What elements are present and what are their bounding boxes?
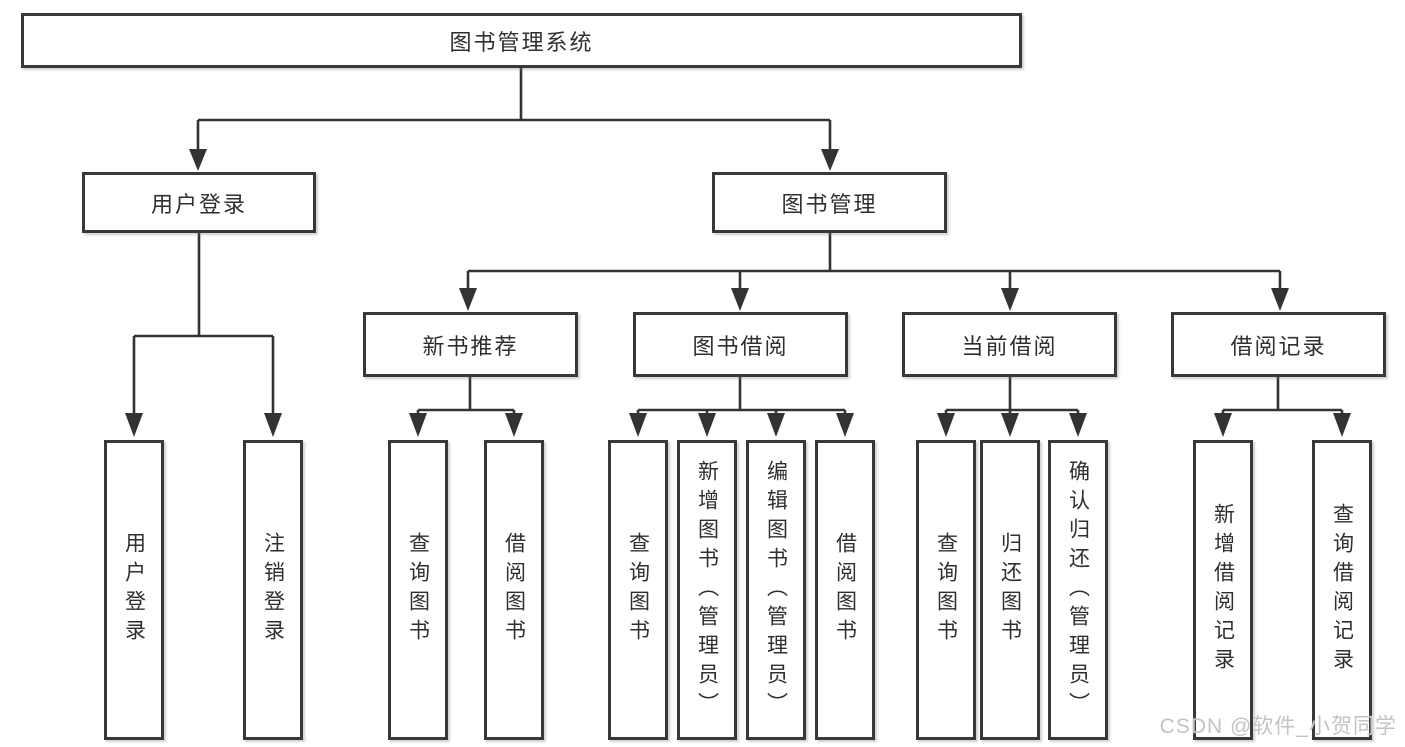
root-node-library-system: 图书管理系统 [21, 13, 1022, 68]
leaf-query-books-borrow: 查询图书 [608, 440, 668, 740]
connector-root-to-branches [189, 68, 839, 171]
leaf-logout-label: 注销登录 [261, 532, 285, 648]
leaf-borrow-books-recommend: 借阅图书 [484, 440, 544, 740]
leaf-add-borrow-record: 新增借阅记录 [1193, 440, 1253, 740]
leaf-query-books-current-label: 查询图书 [934, 532, 958, 648]
connector-new-book-split [409, 377, 523, 437]
branch-user-login: 用户登录 [82, 172, 316, 233]
leaf-borrow-books-label: 借阅图书 [833, 532, 857, 648]
leaf-borrow-books: 借阅图书 [815, 440, 875, 740]
group-book-borrow: 图书借阅 [633, 312, 848, 377]
connector-user-login-split [125, 233, 282, 437]
connector-book-management-split [459, 233, 1289, 311]
leaf-confirm-return-admin: 确认归还（管理员） [1048, 440, 1108, 740]
group-current-borrow: 当前借阅 [902, 312, 1117, 377]
leaf-user-login: 用户登录 [104, 440, 164, 740]
group-current-borrow-label: 当前借阅 [961, 333, 1058, 359]
branch-book-management-label: 图书管理 [781, 191, 878, 217]
root-node-label: 图书管理系统 [449, 29, 594, 55]
leaf-return-book: 归还图书 [980, 440, 1040, 740]
group-new-book-recommend-label: 新书推荐 [422, 333, 519, 359]
csdn-watermark: CSDN @软件_小贺同学 [1159, 715, 1397, 738]
leaf-query-books-recommend: 查询图书 [388, 440, 448, 740]
leaf-add-book-admin: 新增图书（管理员） [677, 440, 737, 740]
leaf-query-borrow-record-label: 查询借阅记录 [1330, 503, 1354, 677]
leaf-borrow-books-recommend-label: 借阅图书 [502, 532, 526, 648]
branch-book-management: 图书管理 [712, 172, 947, 233]
leaf-query-borrow-record: 查询借阅记录 [1312, 440, 1372, 740]
leaf-query-books-current: 查询图书 [916, 440, 976, 740]
leaf-edit-book-admin-label: 编辑图书（管理员） [764, 459, 788, 721]
group-new-book-recommend: 新书推荐 [363, 312, 578, 377]
leaf-user-login-label: 用户登录 [122, 532, 146, 648]
group-borrow-records-label: 借阅记录 [1230, 333, 1327, 359]
leaf-return-book-label: 归还图书 [998, 532, 1022, 648]
leaf-add-borrow-record-label: 新增借阅记录 [1211, 503, 1235, 677]
group-book-borrow-label: 图书借阅 [692, 333, 789, 359]
leaf-query-books-recommend-label: 查询图书 [406, 532, 430, 648]
branch-user-login-label: 用户登录 [150, 191, 247, 217]
connector-current-borrow-split [937, 377, 1087, 437]
leaf-logout: 注销登录 [243, 440, 303, 740]
connector-book-borrow-split [629, 377, 854, 437]
connector-borrow-record-split [1214, 377, 1351, 437]
group-borrow-records: 借阅记录 [1171, 312, 1386, 377]
leaf-confirm-return-admin-label: 确认归还（管理员） [1066, 459, 1090, 721]
leaf-edit-book-admin: 编辑图书（管理员） [746, 440, 806, 740]
leaf-add-book-admin-label: 新增图书（管理员） [695, 459, 719, 721]
leaf-query-books-borrow-label: 查询图书 [626, 532, 650, 648]
